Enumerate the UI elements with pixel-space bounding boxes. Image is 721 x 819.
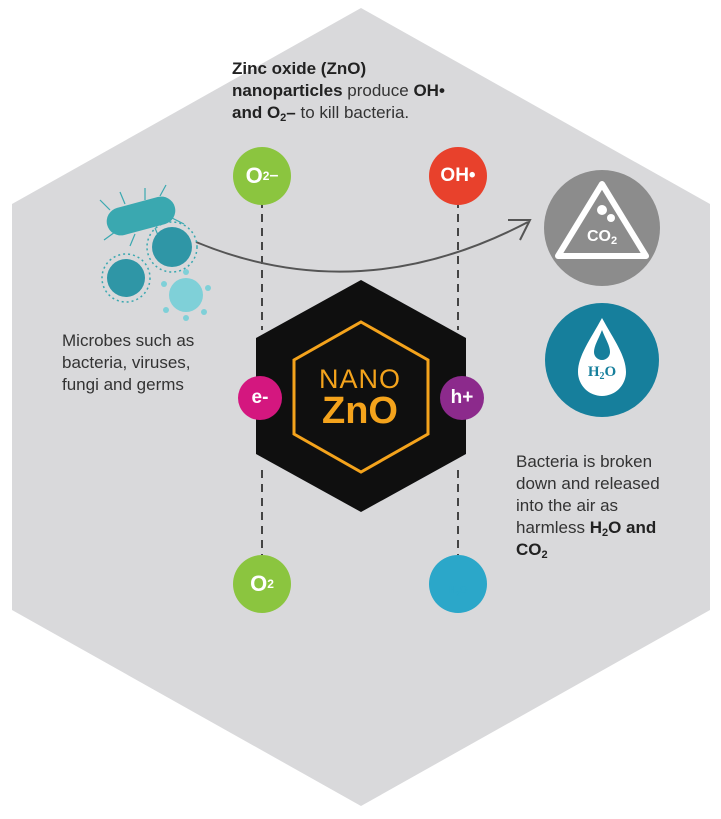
co2-badge [544, 170, 660, 286]
result-line-5: CO2 [516, 539, 686, 561]
intro-bold-2: nanoparticles [232, 81, 343, 100]
microbes-line-1: Microbes such as [62, 331, 195, 350]
h2o-small-sub: 2 [456, 590, 460, 598]
oh-label: OH• [440, 165, 476, 186]
h2o-small-tail: O [459, 585, 468, 596]
h2o-badge [545, 303, 659, 417]
microbes-line-2: bacteria, viruses, [62, 353, 191, 372]
intro-bold-oh: OH• [413, 81, 445, 100]
center-hexagon-outline [292, 320, 430, 474]
microbe-cluster-icon [99, 184, 211, 321]
microbes-caption: Microbes such as bacteria, viruses, fung… [62, 330, 242, 396]
h2o-sub: 2 [599, 371, 605, 382]
result-o-and: O and [608, 518, 657, 537]
h2o-small-node: H2O [429, 555, 487, 613]
result-h: H [589, 518, 602, 537]
hole-node: h+ [440, 376, 484, 420]
co2-cloud-icon [555, 181, 649, 259]
result-line-4: harmless H2O and [516, 517, 686, 539]
electron-node: e- [238, 376, 282, 420]
h2o-tail: O [604, 364, 617, 380]
result-co: CO [516, 540, 542, 559]
intro-bold-and-o: and O [232, 103, 281, 122]
curved-arrow-icon [195, 219, 532, 273]
hole-label: h+ [450, 387, 474, 408]
microbes-line-3: fungi and germs [62, 375, 184, 394]
o2-main: O [250, 571, 268, 596]
center-nano-label: NANO [318, 364, 401, 394]
intro-bold-1: Zinc oxide (ZnO) [232, 59, 367, 78]
h2o-main: H [587, 364, 600, 380]
intro-text-kill: to kill bacteria. [295, 103, 410, 122]
intro-bold-minus: – [286, 103, 296, 122]
o2-minus-sup: – [269, 167, 279, 184]
result-line-3: into the air as [516, 496, 619, 515]
result-line-1: Bacteria is broken [516, 452, 653, 471]
co2-sub: 2 [610, 235, 618, 247]
co2-label: CO2 [574, 228, 630, 247]
intro-text-2: produce [342, 81, 414, 100]
center-hexagon [256, 280, 466, 512]
co2-main: CO [586, 228, 611, 245]
center-zno-label: ZnO [322, 390, 398, 432]
result-harmless: harmless [516, 518, 590, 537]
result-h-sub: 2 [601, 527, 609, 539]
intro-sub-2: 2 [280, 112, 287, 124]
oh-node: OH• [429, 147, 487, 205]
h2o-label: H2O [572, 364, 632, 382]
result-line-2: down and released [516, 474, 660, 493]
h2o-small-main: H [448, 585, 457, 596]
intro-text: Zinc oxide (ZnO) nanoparticles produce O… [232, 58, 532, 124]
result-caption: Bacteria is broken down and released int… [516, 451, 686, 561]
electron-label: e- [251, 387, 269, 408]
result-co-sub: 2 [541, 549, 548, 561]
o2-minus-main: O [245, 163, 263, 188]
